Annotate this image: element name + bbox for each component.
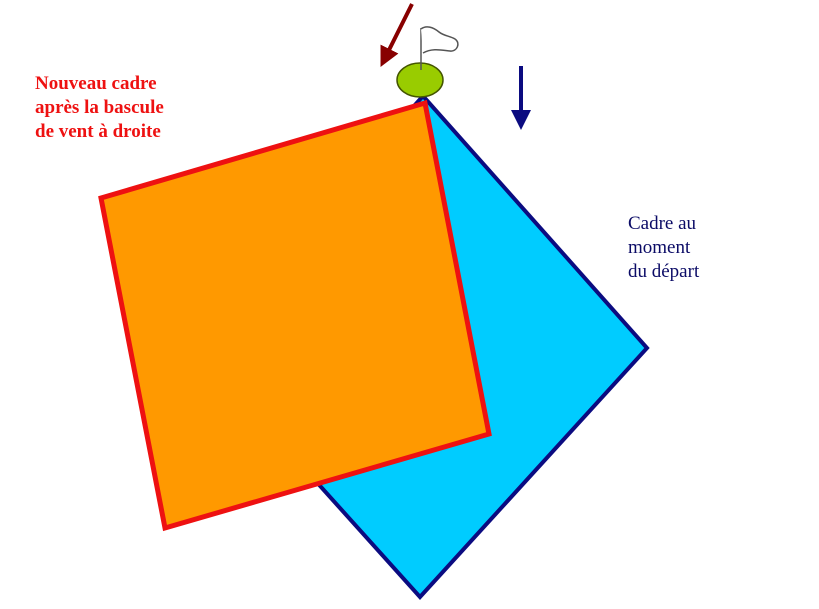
new-frame-label-line-2: après la bascule xyxy=(35,97,164,118)
golf-green-icon xyxy=(396,62,444,98)
start-frame-label-line-3: du départ xyxy=(628,261,700,282)
start-frame-label: Cadre au moment du départ xyxy=(628,212,699,284)
wind-arrow-new-icon xyxy=(380,3,414,67)
start-frame-label-line-1: Cadre au xyxy=(628,213,697,234)
new-frame-label-line-1: Nouveau cadre xyxy=(35,73,157,94)
new-frame-label: Nouveau cadre après la bascule de vent à… xyxy=(35,72,164,144)
new-frame-square xyxy=(98,99,492,532)
new-frame-label-line-3: de vent à droite xyxy=(35,121,161,142)
flag-icon xyxy=(420,26,459,70)
start-frame-label-line-2: moment xyxy=(628,237,691,258)
